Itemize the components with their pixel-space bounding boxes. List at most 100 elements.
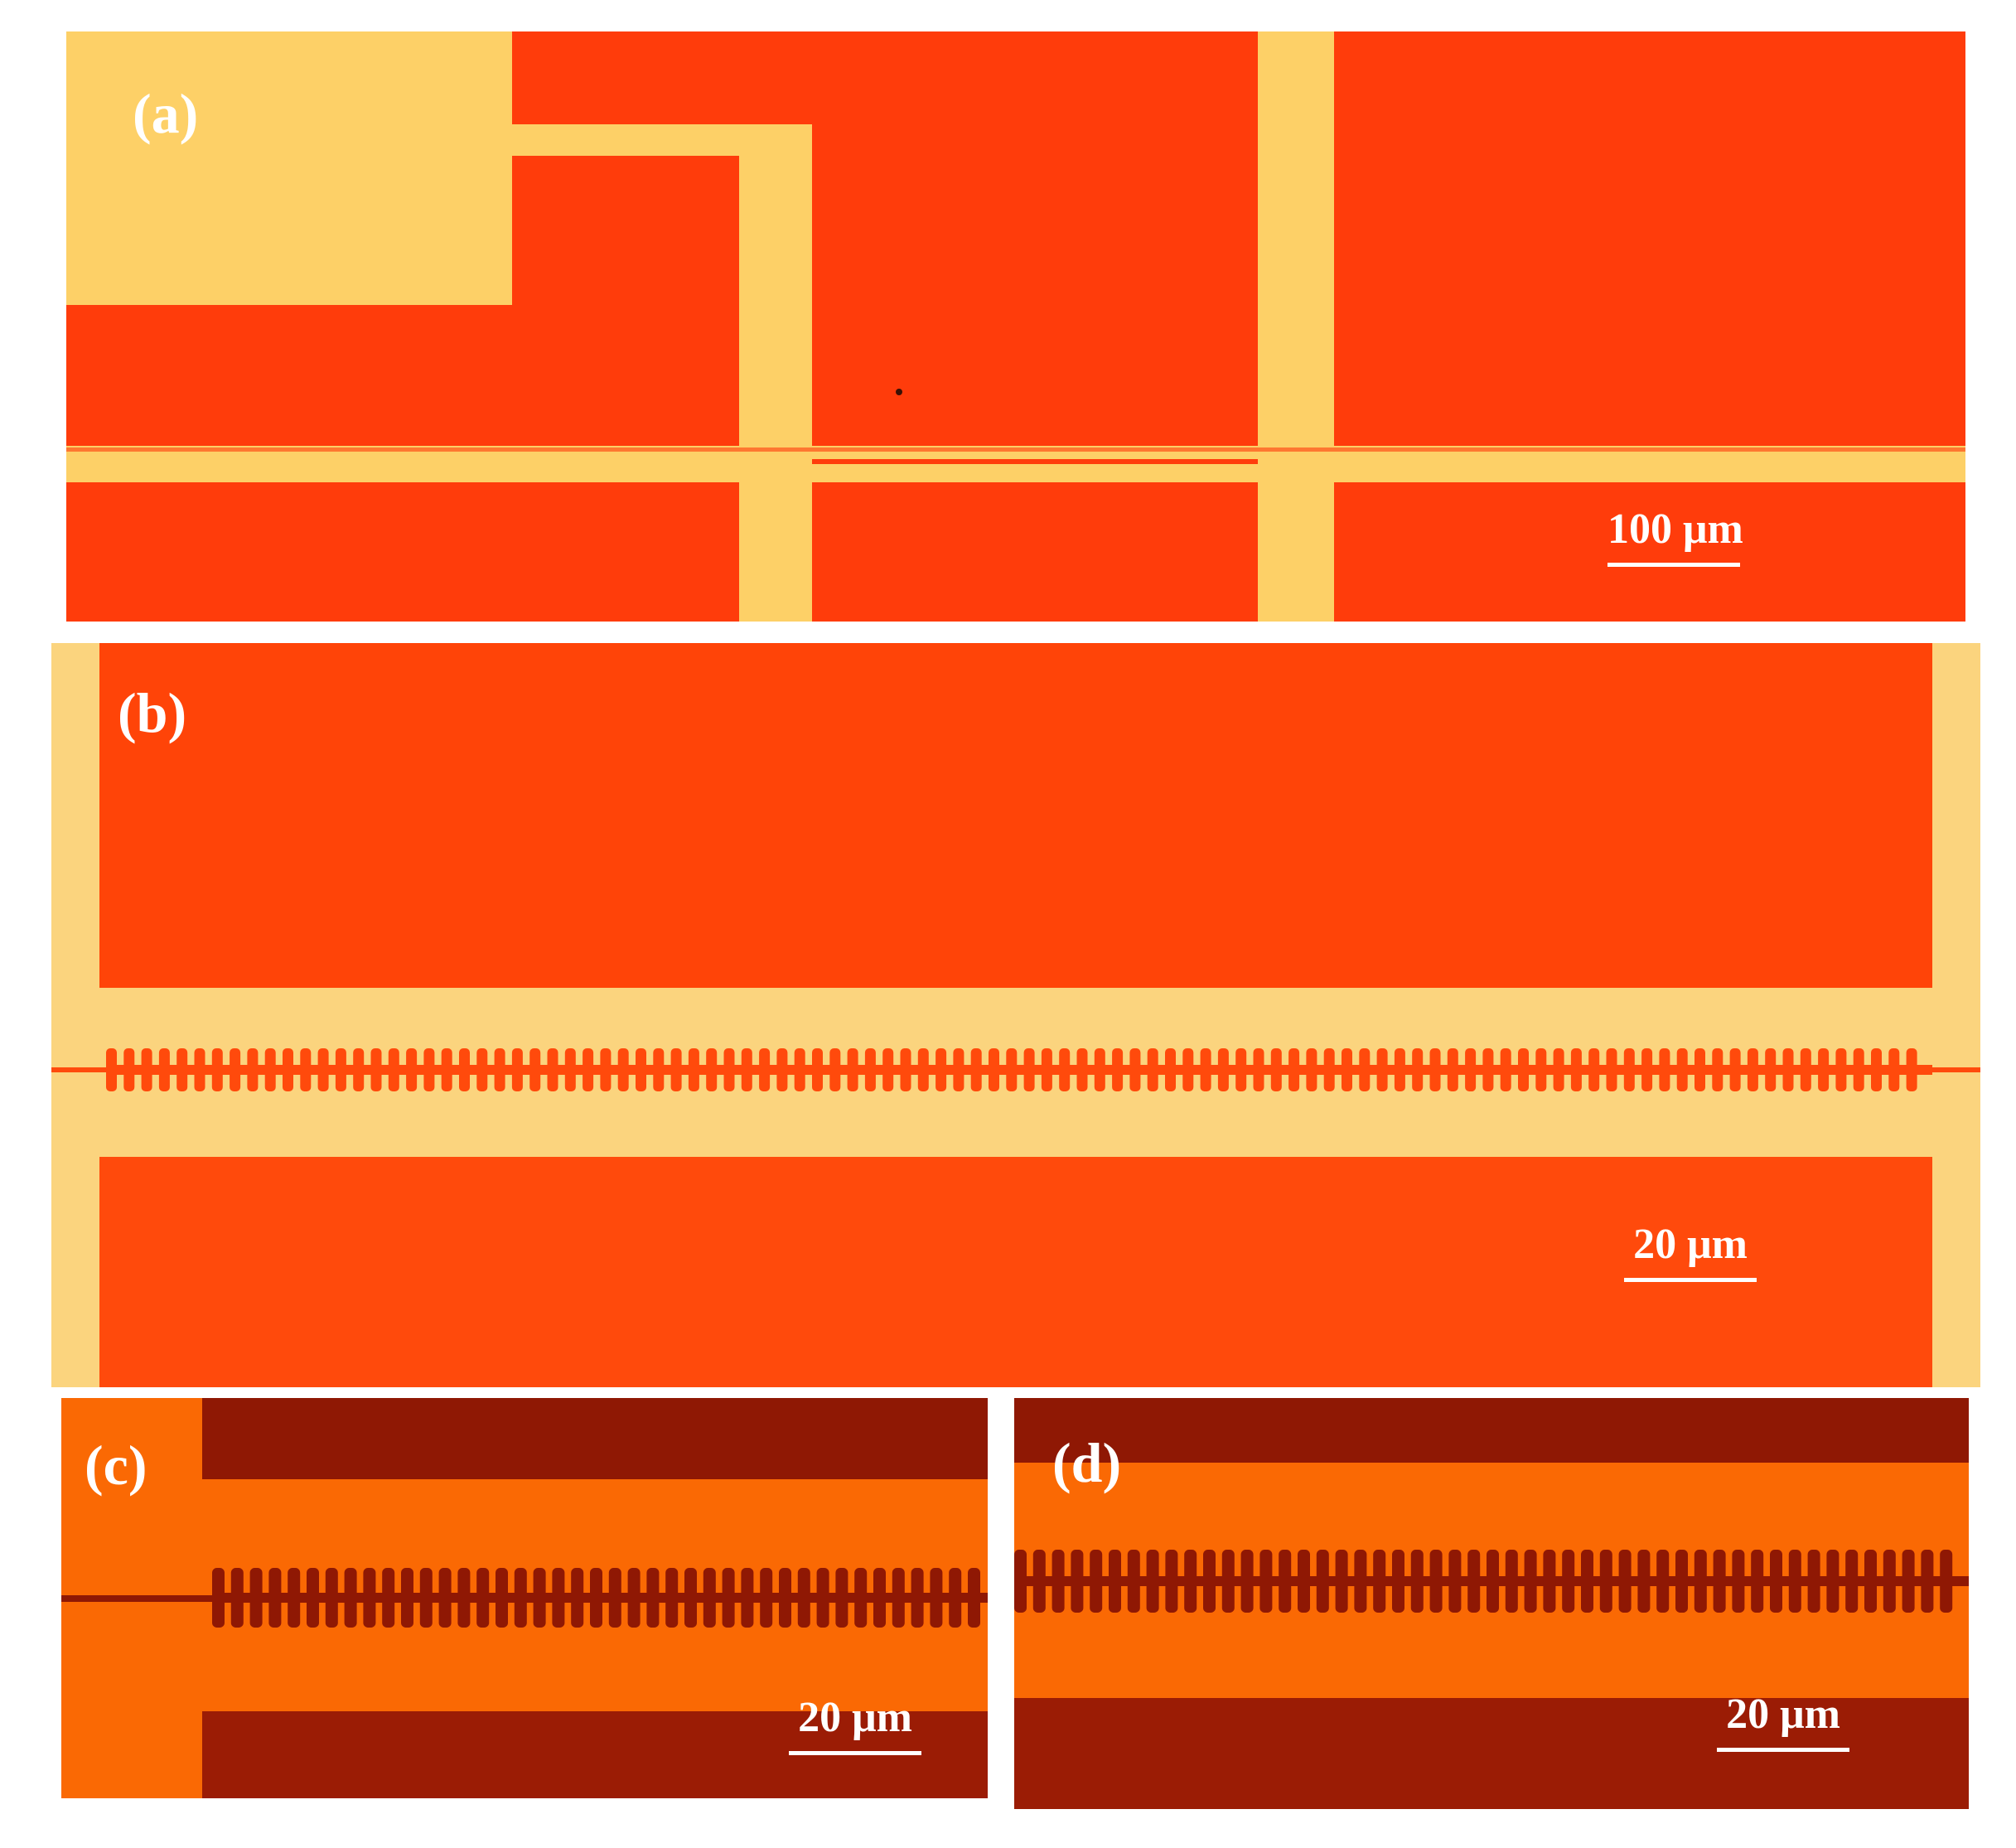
grating-tooth [363, 1568, 376, 1628]
electrode-right [1334, 31, 1965, 446]
grating-tooth [989, 1048, 999, 1091]
grating-tooth [953, 1048, 964, 1091]
grating-tooth [1359, 1048, 1371, 1091]
grating-tooth [1429, 1048, 1441, 1091]
electrode-bottom-right [1334, 482, 1965, 622]
grating-tooth [158, 1048, 170, 1091]
grating-tooth [779, 1568, 791, 1628]
grating-tooth [1845, 1550, 1859, 1613]
grating-tooth [653, 1048, 665, 1091]
grating-tooth [300, 1048, 312, 1091]
panel-label-c: (c) [85, 1434, 147, 1497]
grating-tooth [529, 1048, 541, 1091]
grating-tooth [1524, 1550, 1537, 1613]
grating-tooth [1090, 1550, 1103, 1613]
grating-tooth [194, 1048, 205, 1091]
grating-tooth [1676, 1048, 1688, 1091]
grating-tooth [703, 1568, 716, 1628]
grating-tooth [1588, 1048, 1600, 1091]
grating-tooth [1448, 1550, 1462, 1613]
panel-label-a: (a) [133, 82, 199, 145]
grating-tooth [1599, 1550, 1612, 1613]
grating-tooth [230, 1568, 244, 1628]
grating-tooth [688, 1048, 699, 1091]
grating-tooth [1765, 1048, 1777, 1091]
grating-tooth [1888, 1048, 1900, 1091]
grating-tooth [722, 1568, 735, 1628]
grating-tooth [1200, 1048, 1211, 1091]
grating-tooth [1270, 1048, 1282, 1091]
grating-tooth [1864, 1550, 1877, 1613]
grating-tooth [382, 1568, 395, 1628]
grating-tooth [1410, 1550, 1424, 1613]
grating-tooth [1906, 1048, 1917, 1091]
grating-tooth [514, 1568, 527, 1628]
grating-tooth [1782, 1048, 1794, 1091]
grating-comb [212, 1568, 988, 1628]
scale-bar-label: 100 μm [1607, 506, 1743, 553]
grating-tooth [1094, 1048, 1105, 1091]
grating-tooth [1392, 1550, 1404, 1613]
grating-tooth [1112, 1048, 1124, 1091]
scale-bar-d: 20 μm [1717, 1693, 1849, 1752]
grating-tooth [1818, 1048, 1830, 1091]
grating-tooth [1253, 1048, 1264, 1091]
grating-tooth [1306, 1048, 1317, 1091]
grating-tooth [212, 1568, 225, 1628]
grating-tooth [1184, 1550, 1197, 1613]
scale-bar-a: 100 μm [1607, 506, 1743, 567]
grating-tooth [1641, 1048, 1653, 1091]
grating-tooth [1235, 1048, 1247, 1091]
grating-tooth [1853, 1048, 1864, 1091]
grating-tooth [1127, 1550, 1140, 1613]
grating-tooth [1659, 1048, 1670, 1091]
grating-tooth [1109, 1550, 1121, 1613]
grating-tooth [1014, 1550, 1027, 1613]
grating-tooth [1041, 1048, 1052, 1091]
grating-tooth [1570, 1048, 1582, 1091]
grating-tooth [741, 1048, 752, 1091]
grating-tooth [476, 1048, 488, 1091]
grating-tooth [1712, 1048, 1724, 1091]
grating-tooth [1788, 1550, 1801, 1613]
scale-bar-line [1607, 563, 1740, 567]
grating-tooth [1316, 1550, 1329, 1613]
grating-tooth [1553, 1048, 1564, 1091]
scale-bar-line [1624, 1278, 1757, 1282]
grating-tooth [760, 1568, 773, 1628]
grating-tooth [344, 1568, 357, 1628]
grating-tooth [797, 1568, 810, 1628]
grating-tooth [1182, 1048, 1194, 1091]
grating-tooth [646, 1568, 660, 1628]
grating-tooth [476, 1568, 490, 1628]
panel-d-image [1014, 1398, 1969, 1809]
grating-tooth [1071, 1550, 1084, 1613]
grating-tooth [325, 1568, 338, 1628]
grating-tooth [283, 1048, 293, 1091]
grating-tooth [1394, 1048, 1405, 1091]
grating-tooth [759, 1048, 771, 1091]
grating-tooth [1675, 1550, 1688, 1613]
grating-tooth [401, 1568, 413, 1628]
panel-a-image [66, 31, 1965, 622]
grating-tooth [864, 1048, 876, 1091]
grating-tooth [1518, 1048, 1529, 1091]
panel-label-b: (b) [118, 681, 187, 744]
grating-tooth [288, 1568, 301, 1628]
grating-tooth [1240, 1550, 1254, 1613]
grating-tooth [1023, 1048, 1035, 1091]
scale-bar-b: 20 μm [1624, 1223, 1757, 1282]
grating-tooth [1129, 1048, 1141, 1091]
grating-tooth [1623, 1048, 1635, 1091]
grating-tooth [816, 1568, 829, 1628]
grating-tooth [1921, 1550, 1934, 1613]
grating-tooth [590, 1568, 602, 1628]
electrode-bottom [99, 1157, 1932, 1387]
grating-tooth [665, 1568, 679, 1628]
grating-tooth [854, 1568, 868, 1628]
grating-tooth [935, 1048, 947, 1091]
grating-tooth [930, 1568, 943, 1628]
grating-tooth [141, 1048, 152, 1091]
micrograph-panel-b: (b) 20 μm [51, 643, 1980, 1387]
micrograph-panel-a: (a) 100 μm [66, 31, 1965, 622]
